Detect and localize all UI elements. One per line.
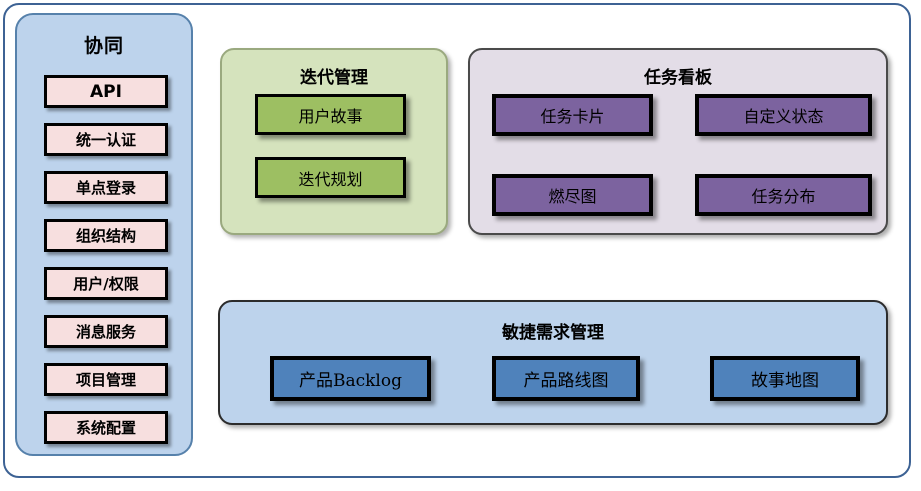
iteration-item-iteration-planning[interactable]: 迭代规划: [255, 157, 406, 198]
sidebar-item-org-structure[interactable]: 组织结构: [44, 219, 168, 252]
collaboration-panel-title: 协同: [83, 35, 124, 57]
task-board-title: 任务看板: [644, 68, 712, 88]
outer-frame: [3, 3, 911, 478]
iteration-management-panel[interactable]: 迭代管理 用户故事 迭代规划: [220, 48, 448, 235]
agile-item-product-roadmap[interactable]: 产品路线图: [492, 356, 640, 401]
agile-requirement-title: 敏捷需求管理: [502, 323, 604, 343]
iteration-management-title: 迭代管理: [300, 68, 368, 88]
sidebar-item-message-service[interactable]: 消息服务: [44, 315, 168, 348]
sidebar-item-project-management[interactable]: 项目管理: [44, 363, 168, 396]
board-item-burndown-chart[interactable]: 燃尽图: [492, 174, 653, 216]
iteration-item-user-story[interactable]: 用户故事: [255, 94, 406, 135]
sidebar-item-api[interactable]: API: [44, 75, 168, 108]
sidebar-item-single-sign-on[interactable]: 单点登录: [44, 171, 168, 204]
collaboration-panel[interactable]: 协同 API 统一认证 单点登录 组织结构 用户/权限 消息服务 项目管理 系统…: [15, 13, 193, 456]
sidebar-item-user-permission[interactable]: 用户/权限: [44, 267, 168, 300]
board-item-task-distribution[interactable]: 任务分布: [695, 174, 872, 216]
agile-item-story-map[interactable]: 故事地图: [710, 356, 860, 401]
sidebar-item-system-config[interactable]: 系统配置: [44, 411, 168, 444]
task-board-panel[interactable]: 任务看板 任务卡片 自定义状态 燃尽图 任务分布: [468, 48, 888, 235]
agile-requirement-panel[interactable]: 敏捷需求管理 产品Backlog 产品路线图 故事地图: [218, 300, 888, 425]
board-item-task-card[interactable]: 任务卡片: [492, 94, 653, 136]
sidebar-item-unified-auth[interactable]: 统一认证: [44, 123, 168, 156]
board-item-custom-status[interactable]: 自定义状态: [695, 94, 872, 136]
agile-item-product-backlog[interactable]: 产品Backlog: [270, 356, 431, 401]
